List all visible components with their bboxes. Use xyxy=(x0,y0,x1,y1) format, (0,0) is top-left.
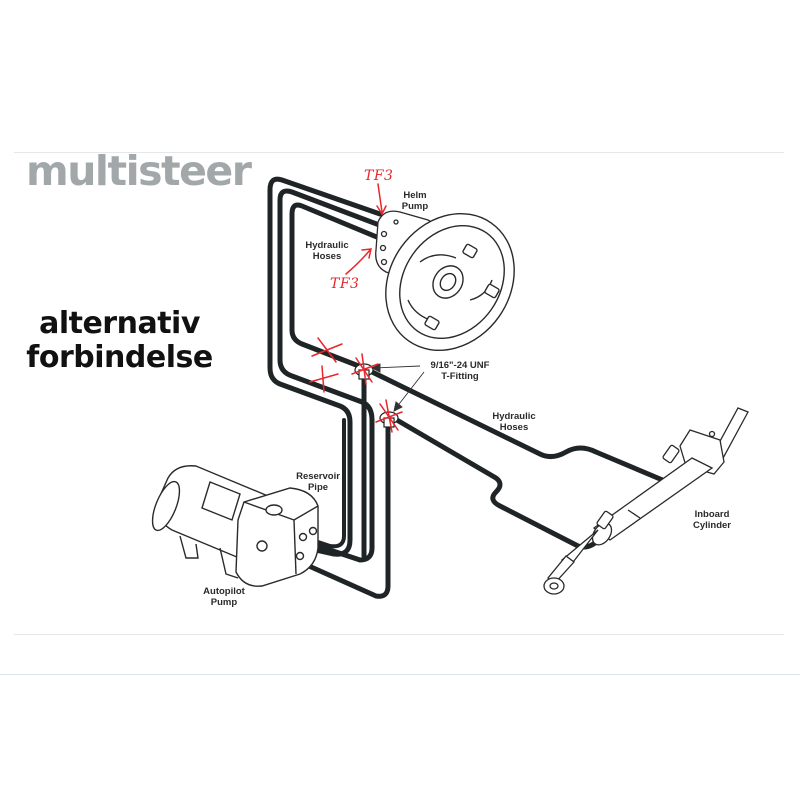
hydraulic-hoses xyxy=(267,176,675,599)
autopilot-pump xyxy=(151,465,319,587)
tf3-label-bottom: TF3 xyxy=(330,276,360,292)
t-fitting-label: 9/16"-24 UNF T-Fitting xyxy=(430,360,490,382)
alternative-line-1: alternativ xyxy=(39,306,200,341)
hydraulic-hoses-right-label: Hydraulic Hoses xyxy=(492,411,536,433)
t-fitting-leaders xyxy=(370,363,425,412)
autopilot-pump-label: Autopilot Pump xyxy=(203,586,245,608)
helm-pump-label: Helm Pump xyxy=(401,190,429,212)
multisteer-logo: multisteer xyxy=(26,147,252,195)
inboard-cylinder xyxy=(543,407,749,595)
reservoir-pipe-label: Reservoir Pipe xyxy=(296,471,340,493)
red-annotations xyxy=(309,183,403,433)
page-edge-line xyxy=(0,674,800,675)
bottom-frame-line xyxy=(14,634,784,635)
helm-wheel xyxy=(385,213,515,351)
inboard-cylinder-label: Inboard Cylinder xyxy=(692,509,731,531)
top-frame-line xyxy=(14,152,784,153)
hydraulic-hoses-top-label: Hydraulic Hoses xyxy=(305,240,349,262)
alternative-line-2: forbindelse xyxy=(26,340,213,375)
alternative-connection-title: alternativ forbindelse xyxy=(22,307,217,375)
tf3-label-top: TF3 xyxy=(364,168,394,184)
